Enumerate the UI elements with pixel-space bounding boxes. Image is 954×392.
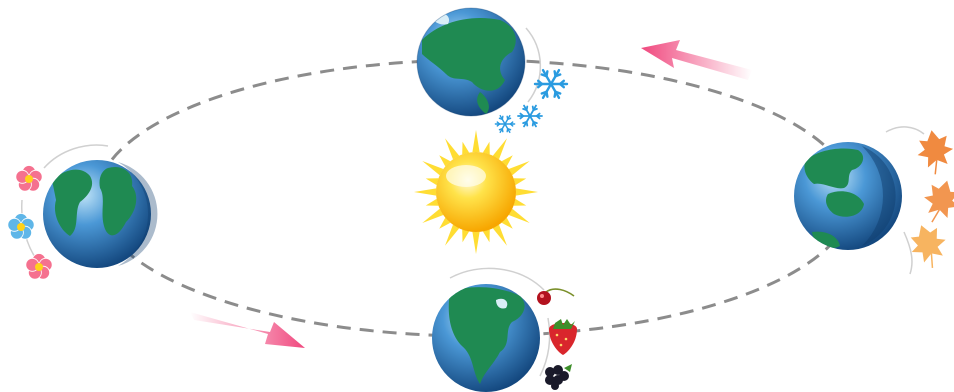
flower-icon [15,165,43,192]
snowflake-icon [533,68,569,100]
sun-icon [414,130,538,254]
earth-left [21,144,158,271]
orbit-direction-arrow-bottom-left [190,312,305,348]
earth-top [416,7,542,117]
autumn-leaf-icon [917,130,954,175]
cherry-icon [537,288,575,305]
earth-bottom [432,267,551,392]
autumn-leaf-icon [924,180,954,223]
earth-right [794,126,925,275]
strawberry-icon [549,319,577,355]
snowflake-icon [517,104,543,128]
autumn-leaf-icon [910,225,946,268]
flower-icon [25,253,53,280]
blackberry-icon [545,364,572,390]
snowflake-icon [494,114,516,134]
orbit-direction-arrow-top-right [641,40,752,80]
flower-icon [7,213,35,240]
